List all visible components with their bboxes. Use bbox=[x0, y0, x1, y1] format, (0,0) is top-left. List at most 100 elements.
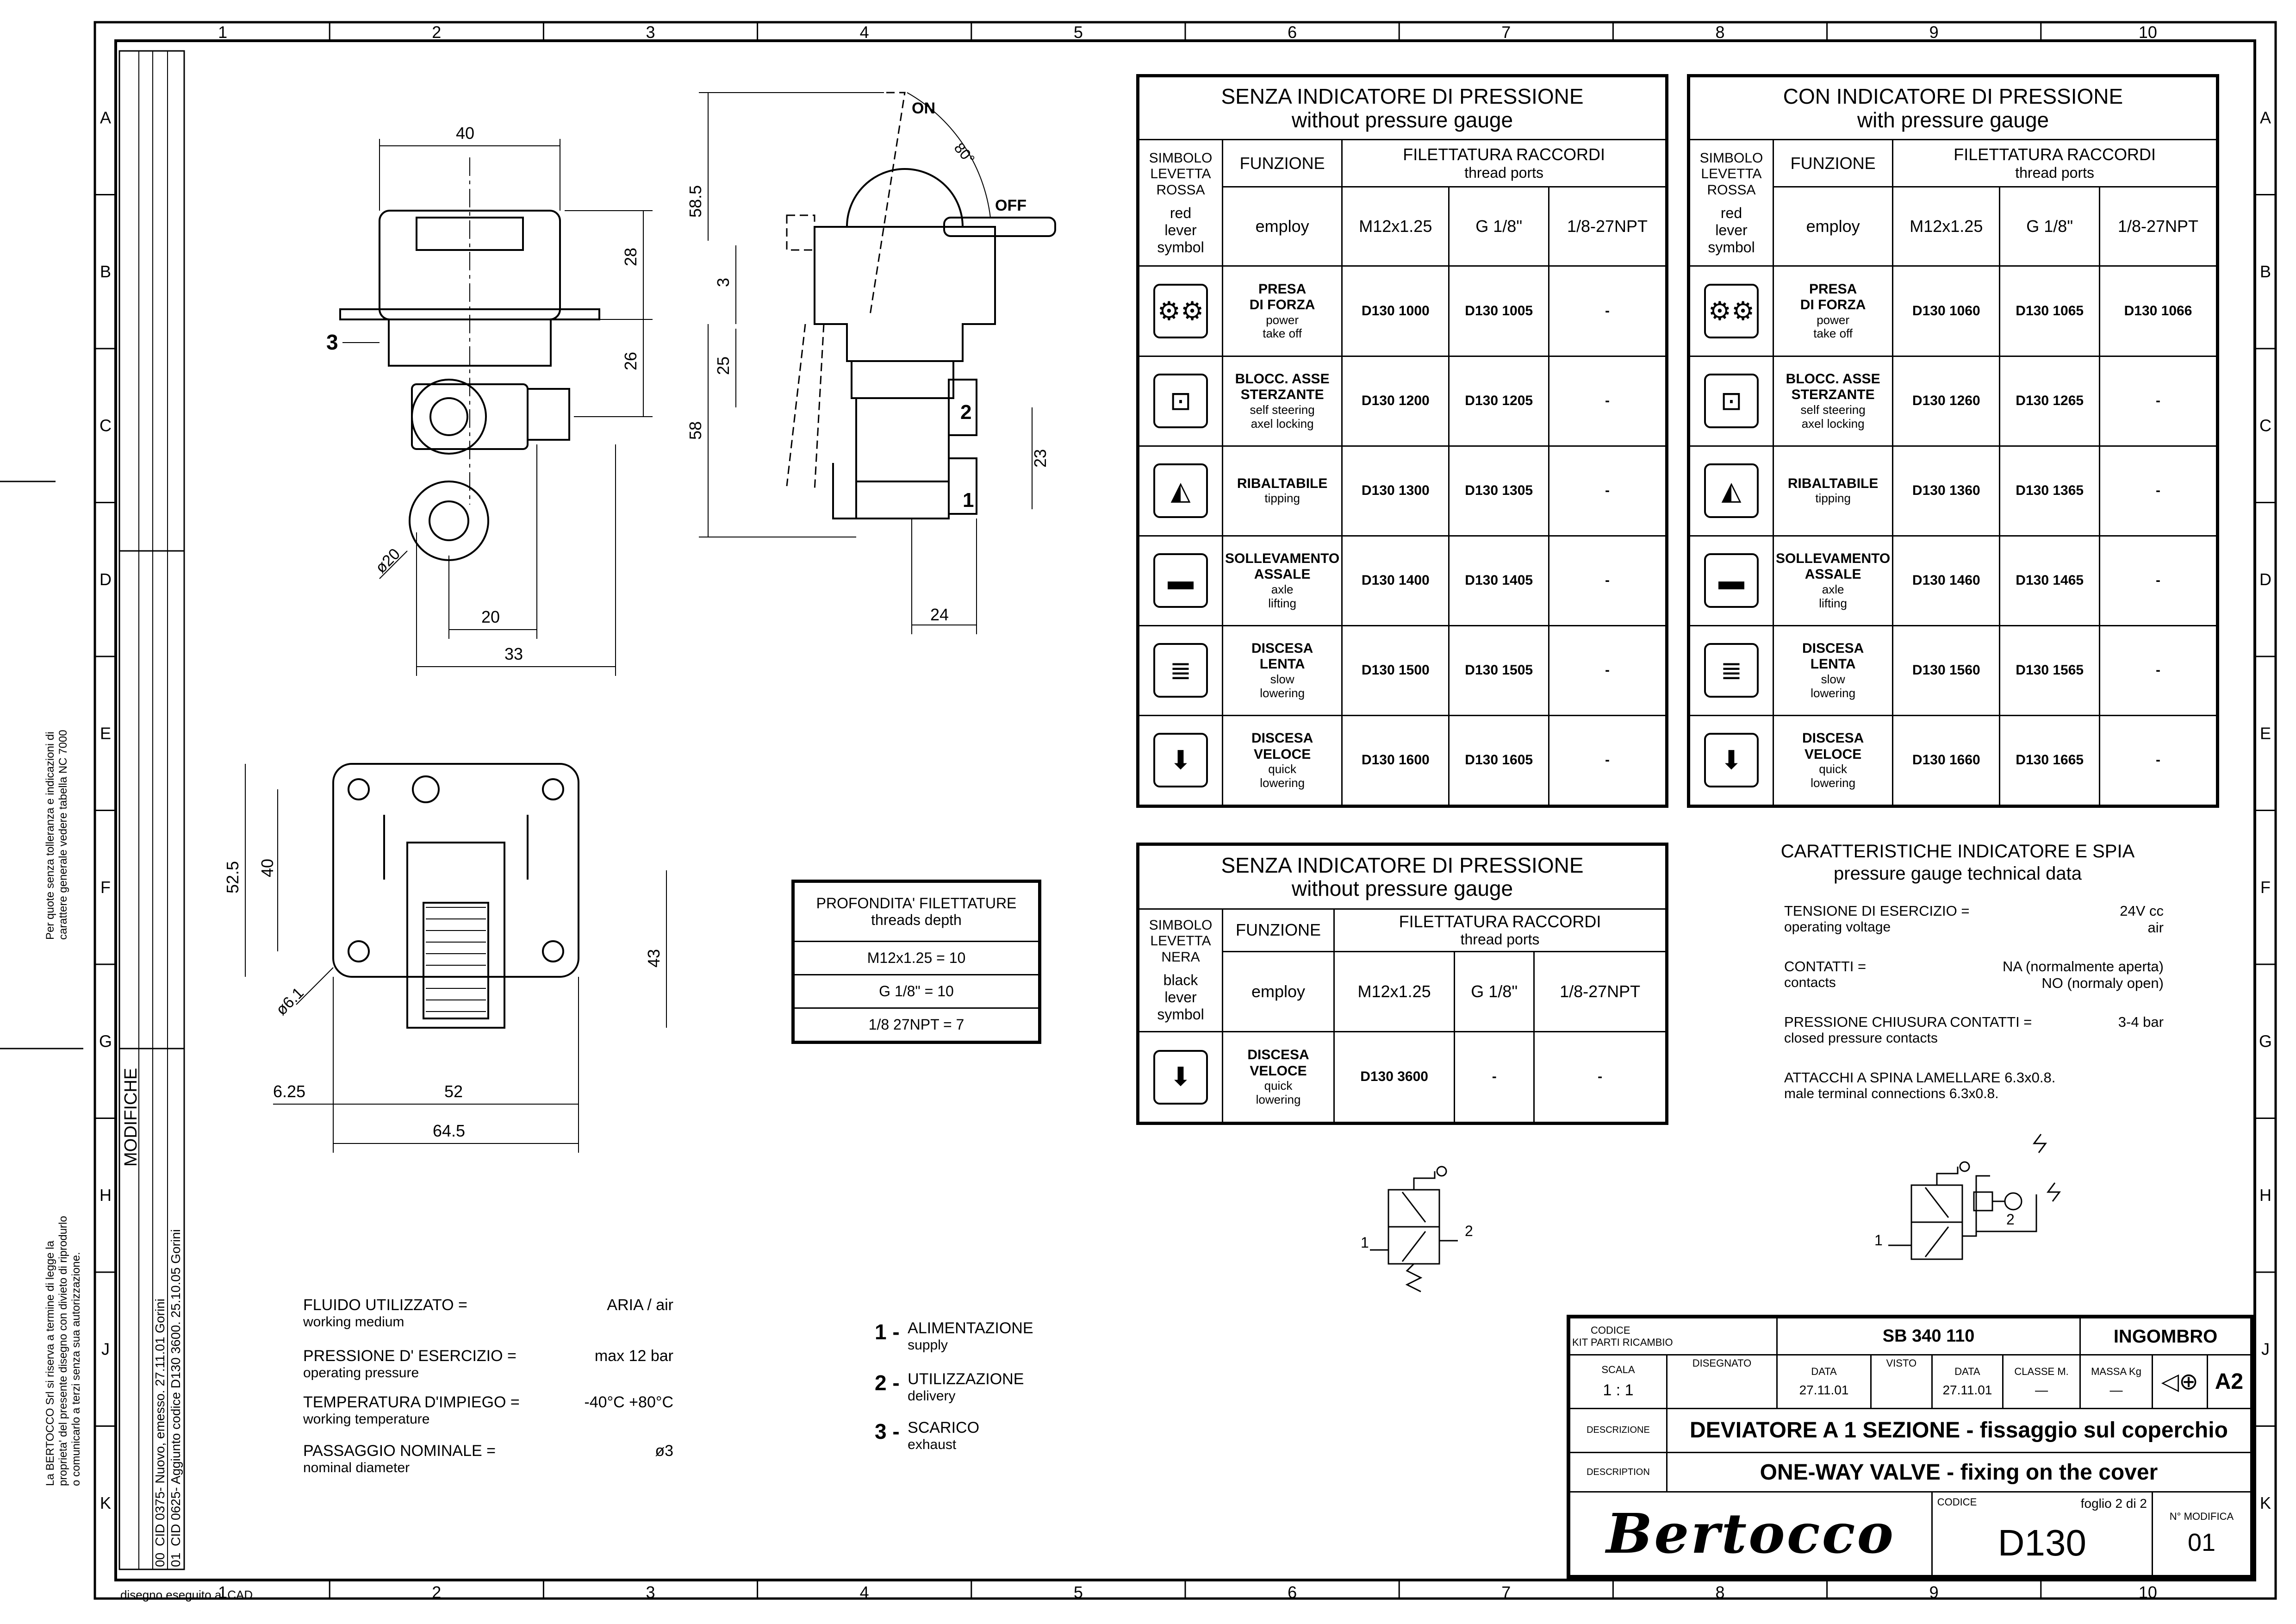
code-g18: D130 1505 bbox=[1448, 625, 1550, 716]
col-function: FUNZIONE bbox=[1221, 139, 1343, 187]
col-function: FUNZIONE bbox=[1772, 139, 1894, 187]
code-m12: D130 1260 bbox=[1892, 355, 2001, 447]
symbol-cell: ▬ bbox=[1689, 535, 1774, 626]
dim-top-40: 40 bbox=[456, 124, 474, 143]
grid-column-label: 6 bbox=[1288, 1583, 1297, 1602]
descr-en: ONE-WAY VALVE - fixing on the cover bbox=[1666, 1452, 2252, 1493]
code-npt: - bbox=[1533, 1031, 1667, 1123]
dim-plate-43: 43 bbox=[644, 949, 663, 968]
classe-cell: CLASSE M.— bbox=[2002, 1354, 2081, 1409]
code-npt: - bbox=[1548, 535, 1667, 626]
code-m12: D130 1400 bbox=[1341, 535, 1450, 626]
grid-row-label: F bbox=[2260, 878, 2271, 897]
gauge-data-item: TENSIONE DI ESERCIZIO =operating voltage… bbox=[1784, 903, 2164, 936]
modification-row-00-num: 00 bbox=[153, 1552, 167, 1567]
grid-row-label: F bbox=[100, 878, 111, 897]
grid-column-label: 7 bbox=[1501, 23, 1511, 42]
grid-column-label: 1 bbox=[218, 23, 227, 42]
grid-row-label: H bbox=[100, 1186, 112, 1205]
modification-row-01: CID 0625- Aggiunto codice D130 3600. 25.… bbox=[168, 1229, 183, 1546]
dim-side-58: 58 bbox=[686, 421, 705, 440]
drawing-code-cell: CODICE foglio 2 di 2 D130 bbox=[1931, 1491, 2153, 1576]
code-g18: D130 1065 bbox=[1999, 265, 2101, 357]
code-g18: D130 1465 bbox=[1999, 535, 2101, 626]
copyright-note-1: La BERTOCCO Srl si riserva a termine di … bbox=[44, 1241, 56, 1486]
code-m12: D130 1060 bbox=[1892, 265, 2001, 357]
grid-column-label: 8 bbox=[1715, 1583, 1724, 1602]
grid-row-label: D bbox=[2259, 570, 2271, 589]
grid-column-label: 10 bbox=[2139, 1583, 2157, 1602]
code-npt: - bbox=[1548, 625, 1667, 716]
fast-down-icon: ⬇ bbox=[1153, 733, 1208, 788]
gauge-data-item: ATTACCHI A SPINA LAMELLARE 6.3x0.8.male … bbox=[1784, 1069, 2056, 1101]
plate-hatch bbox=[426, 907, 486, 1012]
ingombro-label: INGOMBRO bbox=[2079, 1317, 2252, 1356]
thread-depth-row: 1/8 27NPT = 7 bbox=[793, 1007, 1039, 1043]
dim-plate-525: 52.5 bbox=[223, 861, 242, 893]
dim-plate-625: 6.25 bbox=[273, 1082, 305, 1101]
dim-side-3: 3 bbox=[714, 278, 733, 287]
fast-down-icon: ⬇ bbox=[1153, 1049, 1208, 1105]
col-thread-m12: M12x1.25 bbox=[1892, 186, 2001, 267]
symbol-cell: ⬇ bbox=[1138, 714, 1223, 806]
grid-row-label: J bbox=[101, 1339, 110, 1358]
grid-column-label: 3 bbox=[646, 23, 655, 42]
grid-row-label: B bbox=[100, 262, 111, 281]
axle-lift-icon: ▬ bbox=[1153, 553, 1208, 608]
grid-row-label: A bbox=[2260, 108, 2271, 127]
grid-column-label: 4 bbox=[860, 23, 869, 42]
code-m12: D130 1660 bbox=[1892, 714, 2001, 806]
tipper-icon: ◭ bbox=[1153, 463, 1208, 518]
code-g18: - bbox=[1454, 1031, 1535, 1123]
dim-top-26: 26 bbox=[621, 352, 640, 370]
code-m12: D130 1200 bbox=[1341, 355, 1450, 447]
grid-column-label: 8 bbox=[1715, 23, 1724, 42]
grid-row-label: C bbox=[100, 416, 112, 435]
grid-column-label: 4 bbox=[860, 1583, 869, 1602]
grid-column-label: 10 bbox=[2139, 23, 2157, 42]
projection-icon: ◁⊕ bbox=[2151, 1354, 2208, 1409]
grid-row-label: H bbox=[2259, 1186, 2271, 1205]
code-npt: D130 1066 bbox=[2099, 265, 2217, 357]
grid-column-label: 1 bbox=[218, 1583, 227, 1602]
symbol-cell: ≣ bbox=[1138, 625, 1223, 716]
col-thread-npt: 1/8-27NPT bbox=[1533, 950, 1667, 1033]
code-m12: D130 1500 bbox=[1341, 625, 1450, 716]
company-logo: Bertocco bbox=[1569, 1491, 1933, 1576]
code-m12: D130 1560 bbox=[1892, 625, 2001, 716]
descr-it: DEVIATORE A 1 SEZIONE - fissaggio sul co… bbox=[1666, 1407, 2252, 1454]
code-g18: D130 1665 bbox=[1999, 714, 2101, 806]
grid-row-label: G bbox=[2259, 1031, 2272, 1050]
grid-column-label: 9 bbox=[1929, 1583, 1939, 1602]
grid-row-label: J bbox=[2261, 1339, 2270, 1358]
code-npt: - bbox=[1548, 714, 1667, 806]
code-g18: D130 1405 bbox=[1448, 535, 1550, 626]
col-function-en: employ bbox=[1772, 186, 1894, 267]
modification-row-01-num: 01 bbox=[168, 1552, 183, 1567]
valve-schematic-left bbox=[1370, 1166, 1458, 1293]
code-g18: D130 1365 bbox=[1999, 445, 2101, 537]
dim-plate-40: 40 bbox=[258, 859, 277, 877]
symbol-cell: ⚙⚙ bbox=[1138, 265, 1223, 357]
